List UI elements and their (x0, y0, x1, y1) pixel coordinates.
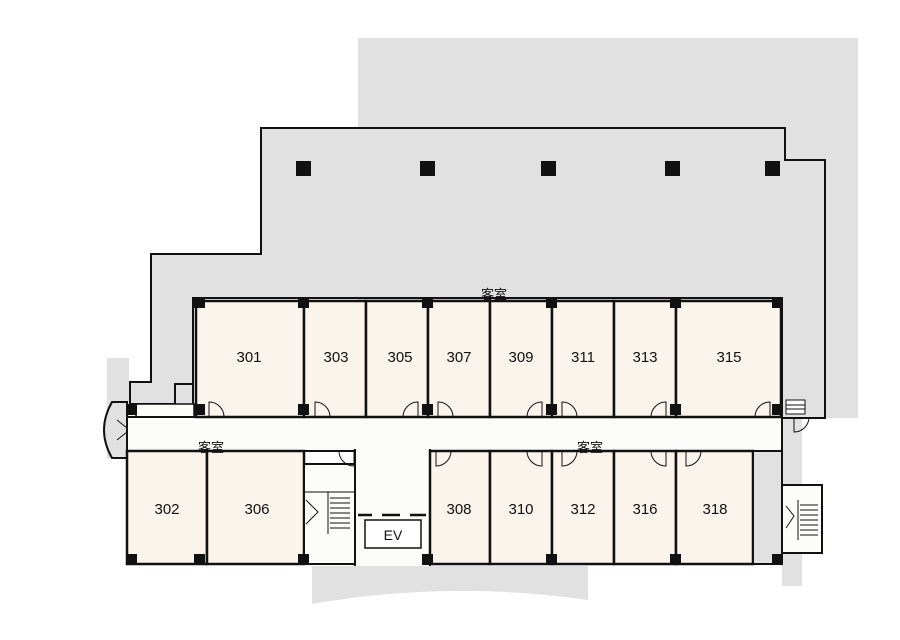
room-305[interactable] (364, 299, 430, 419)
column-icon (546, 554, 557, 565)
door-swing-icon (793, 416, 810, 433)
column-icon (772, 404, 783, 415)
elevator-icon (364, 519, 422, 549)
column-icon (194, 297, 205, 308)
room-308[interactable] (428, 449, 492, 566)
stairs-icon (304, 491, 355, 534)
column-icon (194, 404, 205, 415)
room-number-302: 302 (154, 501, 179, 518)
room-312[interactable] (550, 449, 616, 566)
roof-columns (296, 161, 780, 176)
column-icon (422, 297, 433, 308)
column-icon (298, 297, 309, 308)
room-310[interactable] (488, 449, 554, 566)
room-315[interactable] (674, 299, 783, 419)
room-number-311: 311 (571, 349, 595, 366)
column-icon (126, 554, 137, 565)
column-icon (422, 554, 433, 565)
west-landing (135, 403, 195, 419)
south-door-swings (338, 416, 810, 467)
column-icon (665, 161, 680, 176)
room-306[interactable] (205, 449, 306, 566)
door-swing-icon (526, 401, 543, 418)
north-wing-label: 客室 (481, 287, 507, 302)
door-swing-icon (402, 401, 419, 418)
room-301[interactable] (194, 299, 306, 419)
column-icon (546, 404, 557, 415)
door-swing-icon (437, 401, 454, 418)
room-columns (126, 297, 783, 565)
south-west-wing-label: 客室 (198, 440, 224, 455)
door-swing-icon (314, 401, 331, 418)
column-icon (541, 161, 556, 176)
north-door-swings (208, 401, 771, 418)
room-number-318: 318 (702, 501, 727, 518)
door-swing-icon (338, 450, 355, 467)
east-stairs (781, 484, 823, 554)
room-numbers: 301 303 305 307 309 311 313 315 302 306 … (154, 349, 741, 518)
door-swing-icon (754, 401, 771, 418)
east-vent-icon (785, 399, 806, 415)
column-icon (772, 297, 783, 308)
door-swing-icon (650, 450, 667, 467)
north-rooms (194, 299, 783, 419)
west-balcony-box (174, 383, 194, 407)
south-east-wing-label: 客室 (577, 440, 603, 455)
stairs-icon (785, 500, 818, 540)
main-corridor (126, 416, 783, 452)
door-swing-icon (208, 401, 225, 418)
column-icon (422, 404, 433, 415)
room-303[interactable] (302, 299, 368, 419)
elevator: EV (358, 513, 426, 549)
column-icon (670, 554, 681, 565)
column-icon (126, 404, 137, 415)
room-307[interactable] (426, 299, 492, 419)
room-313[interactable] (612, 299, 678, 419)
room-number-303: 303 (323, 349, 348, 366)
roof-terrace-outline (129, 127, 826, 419)
column-icon (670, 297, 681, 308)
room-number-301: 301 (236, 349, 261, 366)
column-icon (670, 404, 681, 415)
outdoor-area-south (312, 566, 588, 604)
room-number-316: 316 (632, 501, 657, 518)
door-swing-icon (561, 401, 578, 418)
room-number-307: 307 (446, 349, 471, 366)
room-311[interactable] (550, 299, 616, 419)
door-swing-icon (650, 401, 667, 418)
wing-labels: 客室 客室 客室 (165, 287, 781, 455)
column-icon (298, 404, 309, 415)
room-number-312: 312 (570, 501, 595, 518)
room-number-306: 306 (244, 501, 269, 518)
column-icon (194, 554, 205, 565)
column-icon (546, 297, 557, 308)
west-stairs (303, 463, 356, 565)
room-number-308: 308 (446, 501, 471, 518)
room-318[interactable] (674, 449, 755, 566)
door-swing-icon (526, 450, 543, 467)
elevator-label: EV (384, 527, 403, 543)
column-icon (296, 161, 311, 176)
door-swing-icon (116, 419, 128, 441)
door-swing-icon (561, 450, 578, 467)
room-number-310: 310 (508, 501, 533, 518)
column-icon (772, 554, 783, 565)
south-rooms (125, 449, 755, 566)
room-316[interactable] (612, 449, 678, 566)
door-swing-icon (435, 450, 452, 467)
column-icon (298, 554, 309, 565)
column-icon (765, 161, 780, 176)
door-swing-icon (685, 450, 702, 467)
room-number-305: 305 (387, 349, 412, 366)
room-number-309: 309 (508, 349, 533, 366)
room-number-315: 315 (716, 349, 741, 366)
west-entrance-bay (103, 401, 128, 459)
service-room (752, 450, 783, 565)
column-icon (420, 161, 435, 176)
room-number-313: 313 (632, 349, 657, 366)
